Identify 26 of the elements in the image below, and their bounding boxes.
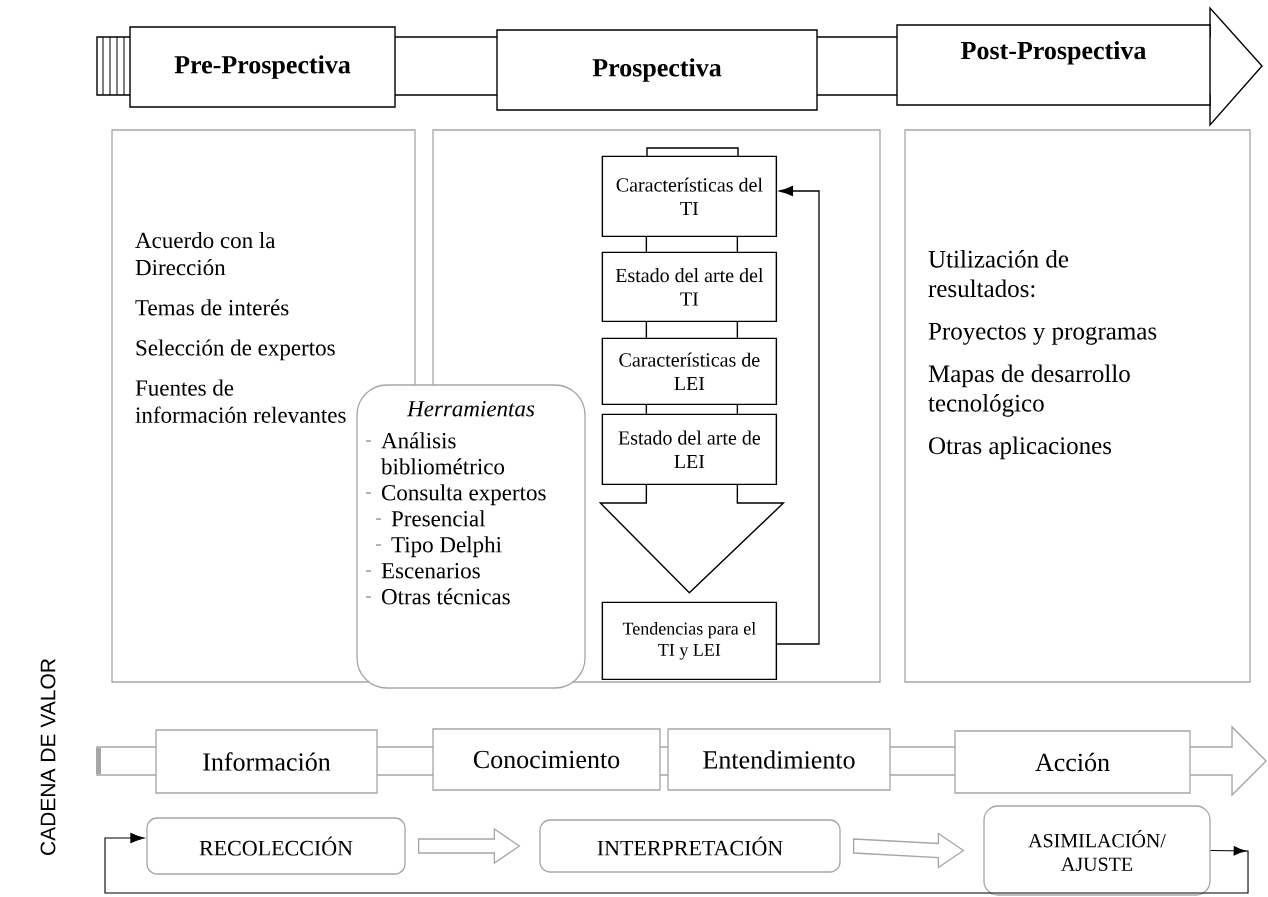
arrow — [418, 827, 521, 865]
stage-box: Post-Prospectiva — [896, 24, 1211, 106]
value-box: Conocimiento — [432, 728, 661, 791]
process-box: Tendencias para el TI y LEI — [601, 601, 778, 681]
connector — [645, 404, 739, 415]
process-box: INTERPRETACIÓN — [539, 819, 841, 873]
feedback-arrow — [104, 832, 1249, 894]
arrow — [598, 484, 786, 594]
process-box: ASIMILACIÓN/ AJUSTE — [983, 805, 1211, 896]
process-box: Estado del arte del TI — [601, 251, 778, 323]
value-box: Información — [155, 729, 378, 794]
arrow — [853, 832, 965, 869]
value-box: Acción — [954, 730, 1191, 794]
process-box: Estado del arte de LEI — [601, 413, 778, 486]
process-box: Características del TI — [601, 155, 778, 238]
process-box: RECOLECCIÓN — [146, 817, 406, 875]
value-box: Entendimiento — [667, 728, 891, 791]
stage-box: Prospectiva — [496, 29, 818, 111]
feedback-arrow — [776, 185, 820, 645]
axis-label: CADENA DE VALOR — [40, 659, 56, 855]
stage-box: Pre-Prospectiva — [129, 26, 396, 108]
tools-box: Herramientas Análisis bibliométrico Consulta expertos Presencial Tipo Delphi Escenarios Otras técnicas — [356, 384, 586, 689]
process-box: Características de LEI — [601, 337, 778, 406]
text-panel: Utilización de resultados: Proyectos y programas Mapas de desarrollo tecnológico Otras aplicaciones — [904, 129, 1251, 683]
connector — [645, 321, 739, 339]
connector — [645, 236, 739, 253]
